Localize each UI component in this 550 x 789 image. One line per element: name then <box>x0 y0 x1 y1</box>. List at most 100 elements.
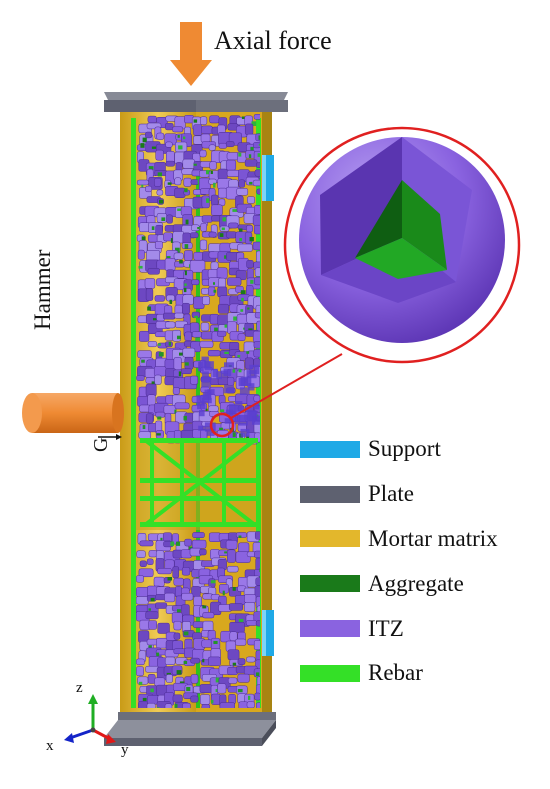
aggregate-particle <box>222 217 228 222</box>
itz-particle <box>207 389 215 395</box>
aggregate-particle <box>232 662 237 666</box>
aggregate-particle <box>247 307 250 310</box>
aggregate-particle <box>219 427 223 432</box>
itz-particle <box>174 177 182 186</box>
itz-particle <box>238 377 248 387</box>
itz-particle <box>190 232 199 238</box>
legend-item-itz: ITZ <box>300 606 548 651</box>
aggregate-particle <box>232 369 236 373</box>
aggregate-particle <box>148 608 151 611</box>
itz-particle <box>209 161 217 170</box>
itz-particle <box>254 276 260 286</box>
itz-particle <box>157 568 172 575</box>
legend-item-mortar-matrix: Mortar matrix <box>300 517 548 562</box>
itz-particle <box>173 357 182 371</box>
itz-particle <box>219 702 235 708</box>
aggregate-particle <box>206 170 211 175</box>
aggregate-particle <box>248 695 251 700</box>
itz-particle <box>200 133 211 143</box>
itz-particle <box>190 695 199 703</box>
itz-particle <box>235 638 247 646</box>
itz-particle <box>208 144 216 151</box>
aggregate-particle <box>232 587 236 591</box>
itz-particle <box>207 350 221 357</box>
aggregate-particle <box>224 351 230 354</box>
aggregate-particle <box>224 324 229 328</box>
aggregate-particle <box>221 227 225 231</box>
aggregate-particle <box>213 282 215 285</box>
aggregate-particle <box>147 306 151 311</box>
itz-particle <box>166 214 173 224</box>
aggregate-particle <box>240 290 246 296</box>
aggregate-particle <box>158 343 161 346</box>
g-arrow <box>98 434 122 440</box>
aggregate-particle <box>211 699 214 704</box>
aggregate-particle <box>184 283 187 287</box>
itz-particle <box>192 621 205 628</box>
aggregate-particle <box>213 641 218 644</box>
itz-particle <box>172 126 184 133</box>
itz-particle <box>182 702 191 708</box>
itz-particle <box>202 371 209 379</box>
axis-x-label: x <box>46 738 54 754</box>
aggregate-particle <box>185 219 189 225</box>
legend-label-rebar: Rebar <box>368 660 423 686</box>
itz-particle <box>200 116 208 125</box>
itz-particle <box>199 684 213 693</box>
hammer <box>22 393 124 433</box>
aggregate-particle <box>255 672 260 676</box>
aggregate-particle <box>258 143 260 146</box>
itz-particle <box>155 602 168 609</box>
itz-particle <box>184 331 192 341</box>
itz-particle <box>254 312 260 319</box>
itz-particle <box>136 179 149 186</box>
aggregate-particle <box>238 152 242 157</box>
itz-particle <box>173 620 182 631</box>
itz-particle <box>253 403 260 410</box>
aggregate-particle <box>193 163 197 166</box>
itz-particle <box>136 658 145 666</box>
itz-particle <box>253 395 260 402</box>
itz-particle <box>235 551 251 563</box>
itz-particle <box>212 368 218 378</box>
itz-particle <box>181 567 191 576</box>
itz-particle <box>172 387 180 395</box>
aggregate-particle <box>238 369 242 373</box>
aggregate-particle <box>142 425 146 429</box>
aggregate-particle <box>237 689 243 693</box>
aggregate-particle <box>197 227 200 230</box>
itz-particle <box>238 542 250 553</box>
aggregate-particle <box>156 433 161 436</box>
aggregate-particle <box>213 289 217 293</box>
itz-particle <box>139 330 150 342</box>
itz-particle <box>218 187 227 199</box>
itz-particle <box>164 258 176 271</box>
itz-particle <box>255 577 260 586</box>
aggregate-particle <box>215 677 221 683</box>
itz-particle <box>252 179 260 187</box>
itz-particle <box>221 370 227 378</box>
itz-particle <box>200 694 211 705</box>
itz-particle <box>199 340 214 348</box>
itz-particle <box>256 250 260 263</box>
itz-particle <box>147 268 160 275</box>
itz-particle <box>199 149 207 158</box>
itz-particle <box>164 592 176 603</box>
itz-particle <box>224 362 234 368</box>
aggregate-particle <box>241 297 244 302</box>
aggregate-particle <box>238 535 242 538</box>
itz-particle <box>235 414 241 425</box>
itz-particle <box>254 267 260 277</box>
itz-particle <box>136 550 146 558</box>
legend-swatch-support <box>300 440 360 458</box>
support-lower <box>262 610 274 656</box>
itz-particle <box>164 703 173 708</box>
itz-particle <box>239 387 250 395</box>
itz-particle <box>198 425 206 431</box>
itz-particle <box>210 637 221 651</box>
rebar-stirrups <box>136 438 258 530</box>
aggregate-particle <box>151 226 155 230</box>
aggregate-particle <box>250 146 254 151</box>
itz-particle <box>199 410 205 417</box>
aggregate-particle <box>176 541 181 546</box>
